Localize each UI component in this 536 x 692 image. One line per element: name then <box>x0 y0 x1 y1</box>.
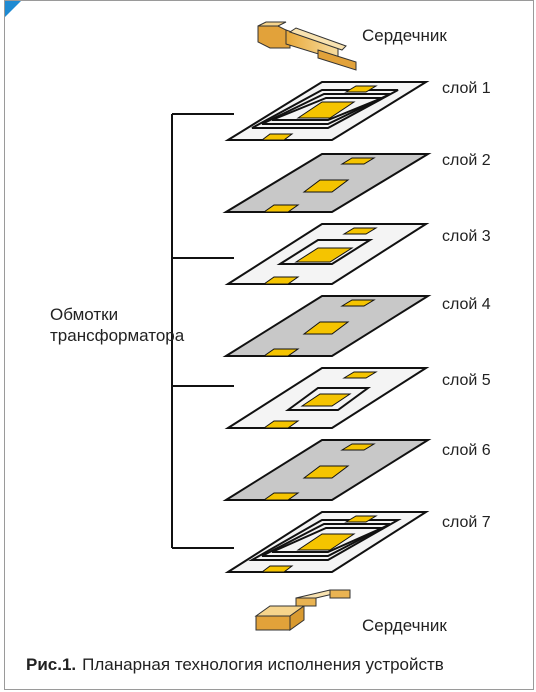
layer-2 <box>222 153 432 213</box>
caption-prefix: Рис.1. <box>26 655 77 674</box>
layer-5 <box>224 367 430 429</box>
layer-5-label: слой 5 <box>442 372 491 389</box>
layer-7 <box>224 511 430 573</box>
layer-4 <box>222 295 432 357</box>
windings-bracket <box>171 113 234 549</box>
corner-accent <box>5 1 21 17</box>
windings-label-line-1: Обмотки <box>50 305 119 324</box>
layer-1-label: слой 1 <box>442 80 491 97</box>
windings-label: Обмотки трансформатора <box>50 304 184 346</box>
layer-4-label: слой 4 <box>442 296 491 313</box>
core-bottom <box>254 589 351 631</box>
core-bottom-label: Сердечник <box>362 616 447 635</box>
core-top <box>257 21 357 71</box>
windings-label-line-2: трансформатора <box>50 326 185 345</box>
layer-1 <box>224 81 430 141</box>
caption-text: Планарная технология исполнения устройст… <box>82 655 444 674</box>
layer-6 <box>222 439 432 501</box>
layer-2-label: слой 2 <box>442 152 491 169</box>
layer-7-label: слой 7 <box>442 514 491 531</box>
core-top-label: Сердечник <box>362 26 447 45</box>
layer-6-label: слой 6 <box>442 442 491 459</box>
figure-caption: Рис.1. Планарная технология исполнения ус… <box>26 655 444 675</box>
layer-3-label: слой 3 <box>442 228 491 245</box>
layer-3 <box>224 223 430 285</box>
